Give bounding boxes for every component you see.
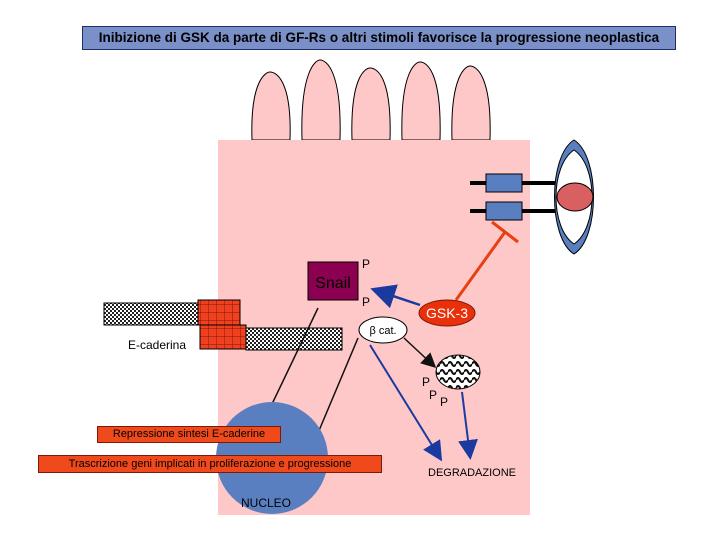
snail-label: Snail xyxy=(315,275,351,292)
arrow-betacat-degradation xyxy=(369,344,443,462)
ecaderina-bar-bottom xyxy=(245,327,343,351)
phospho-arrow xyxy=(370,284,421,309)
phospho-label-snail-bottom: P xyxy=(362,295,370,309)
ecaderina-bar-top xyxy=(103,302,201,326)
gsk3-label: GSK-3 xyxy=(426,305,468,321)
phospho-label-snail-top: P xyxy=(362,257,370,271)
gsk3-ellipse xyxy=(418,299,476,327)
phospho-label-1: P xyxy=(422,375,430,389)
proteasome-particle xyxy=(435,354,481,390)
microvilli xyxy=(251,59,491,141)
nucleo-label: NUCLEO xyxy=(241,496,292,510)
arrow-particle-degradation xyxy=(458,391,478,460)
beta-cat-ellipse xyxy=(358,316,408,344)
beta-cat-label: β cat. xyxy=(369,325,396,337)
receptor-complex xyxy=(470,139,594,255)
arrow-betacat-particle xyxy=(403,337,437,369)
trascrizione-label: Trascrizione geni implicati in prolifera… xyxy=(38,455,382,473)
ecaderina-grid-top xyxy=(197,299,241,326)
ecaderina-grid-bottom xyxy=(199,324,247,350)
page-title: Inibizione di GSK da parte di GF-Rs o al… xyxy=(82,26,676,50)
repressione-label: Repressione sintesi E-caderine xyxy=(97,426,281,443)
phospho-label-3: P xyxy=(440,395,448,409)
snail-box xyxy=(307,261,359,301)
ecaderina-label: E-caderina xyxy=(128,338,187,352)
inhibition-arrow xyxy=(454,220,519,301)
degradazione-label: DEGRADAZIONE xyxy=(428,467,517,479)
phospho-label-2: P xyxy=(429,388,437,402)
